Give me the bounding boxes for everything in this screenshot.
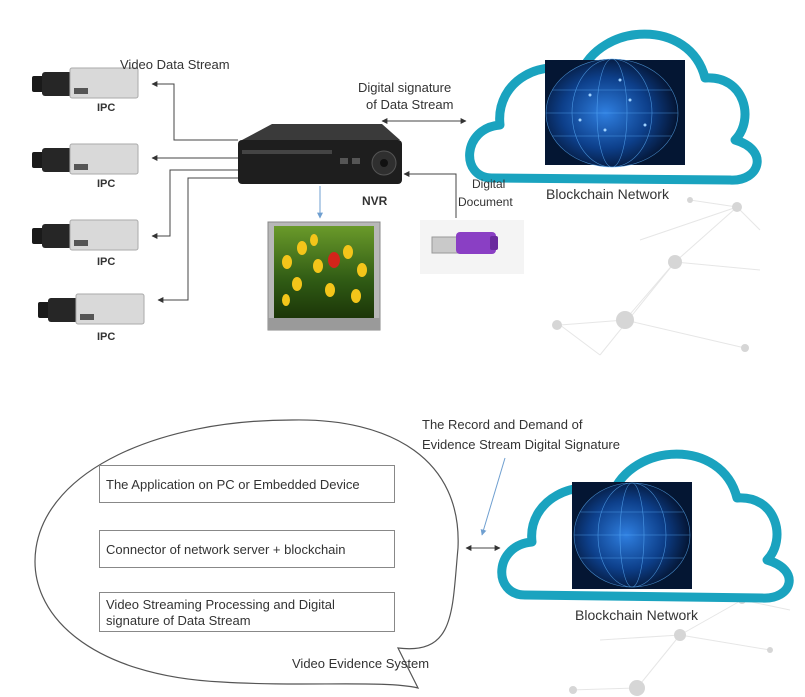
usb-drive <box>420 220 524 274</box>
blockchain-cloud-bottom <box>497 449 794 603</box>
connector-box: Connector of network server + blockchain <box>99 530 395 568</box>
digital-document-label-line1: Digital <box>472 177 506 191</box>
record-demand-label-line2: Evidence Stream Digital Signature <box>422 437 620 452</box>
digital-signature-label-line2: of Data Stream <box>366 97 454 112</box>
ipc-camera-1 <box>32 67 139 99</box>
processing-box: Video Streaming Processing and Digital s… <box>99 592 395 632</box>
application-box: The Application on PC or Embedded Device <box>99 465 395 503</box>
network-mesh-top <box>559 199 761 356</box>
record-demand-arrow <box>480 457 506 536</box>
top-connectors <box>151 81 467 303</box>
blockchain-cloud-top <box>465 29 762 185</box>
video-evidence-system-label: Video Evidence System <box>292 656 430 671</box>
video-data-stream-label: Video Data Stream <box>120 57 230 72</box>
ipc-label-1: IPC <box>97 102 116 114</box>
ipc-camera-2 <box>32 143 139 175</box>
nvr-device <box>238 124 402 184</box>
record-demand-label-line1: The Record and Demand of <box>422 417 583 432</box>
ipc-label-2: IPC <box>97 178 116 190</box>
processing-box-line2: signature of Data Stream <box>106 613 251 628</box>
ipc-camera-4 <box>38 293 145 325</box>
network-nodes-top <box>552 197 749 352</box>
ipc-label-3: IPC <box>97 256 116 268</box>
digital-signature-label-line1: Digital signature <box>358 80 452 95</box>
digital-document-label-line2: Document <box>458 195 513 209</box>
ipc-label-4: IPC <box>97 331 116 343</box>
blockchain-network-label-bottom: Blockchain Network <box>575 607 698 623</box>
ipc-camera-3 <box>32 219 139 251</box>
tv-monitor <box>267 221 381 331</box>
nvr-label: NVR <box>362 194 388 208</box>
blockchain-network-label-top: Blockchain Network <box>546 186 669 202</box>
processing-box-line1: Video Streaming Processing and Digital <box>106 597 335 612</box>
